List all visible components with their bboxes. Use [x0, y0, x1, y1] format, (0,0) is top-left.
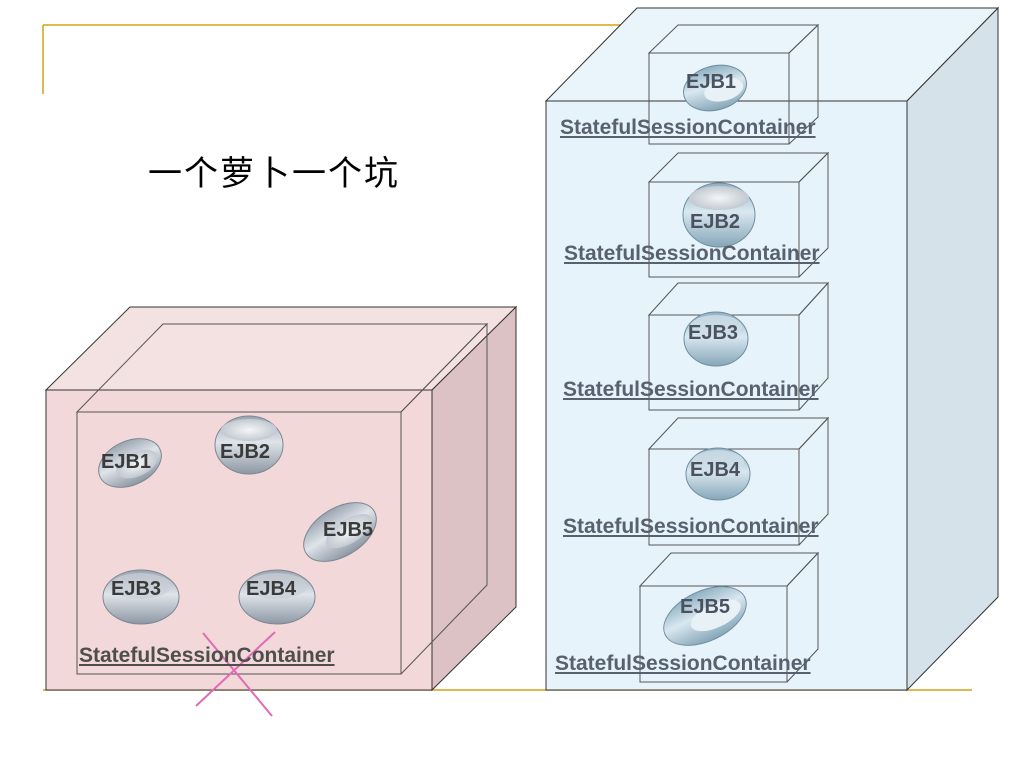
- tower-ejb3-label: EJB3: [688, 322, 739, 344]
- tower-box-2: [647, 151, 830, 278]
- tower-container-label-5: StatefulSessionContainer: [555, 652, 811, 675]
- tower-bean-ejb1: [683, 64, 747, 112]
- tower-bean-ejb5: [663, 586, 747, 646]
- left-ejb1-label: EJB1: [101, 451, 152, 473]
- left-ejb3-label: EJB3: [111, 578, 162, 600]
- right-tower-box: [544, 6, 1000, 692]
- left-ejb4-label: EJB4: [246, 578, 297, 600]
- tower-bean-ejb2: [682, 182, 756, 248]
- tower-box-5: [638, 551, 820, 683]
- tower-container-label-4: StatefulSessionContainer: [563, 515, 819, 538]
- tower-ejb4-label: EJB4: [690, 459, 741, 481]
- left-ejb5-label: EJB5: [323, 519, 374, 541]
- left-container-label: StatefulSessionContainer: [79, 644, 335, 667]
- tower-ejb2-label: EJB2: [690, 211, 741, 233]
- tower-container-label-2: StatefulSessionContainer: [564, 242, 820, 265]
- left-bean-ejb5: [303, 502, 377, 562]
- left-bean-ejb2: [214, 415, 284, 475]
- tower-container-label-3: StatefulSessionContainer: [563, 378, 819, 401]
- left-bean-ejb3: [102, 569, 180, 625]
- tower-bean-ejb4: [685, 447, 751, 501]
- left-bean-ejb1: [98, 438, 162, 488]
- left-ejb2-label: EJB2: [220, 441, 271, 463]
- tower-box-1: [647, 23, 820, 145]
- left-bean-ejb4: [238, 569, 316, 625]
- tower-ejb1-label: EJB1: [686, 71, 737, 93]
- cross-mark: [195, 631, 276, 717]
- slide-title: 一个萝卜一个坑: [148, 154, 400, 194]
- left-pool-box: [44, 305, 518, 692]
- tower-ejb5-label: EJB5: [680, 596, 731, 618]
- tower-container-label-1: StatefulSessionContainer: [560, 116, 816, 139]
- tower-bean-ejb3: [683, 311, 749, 367]
